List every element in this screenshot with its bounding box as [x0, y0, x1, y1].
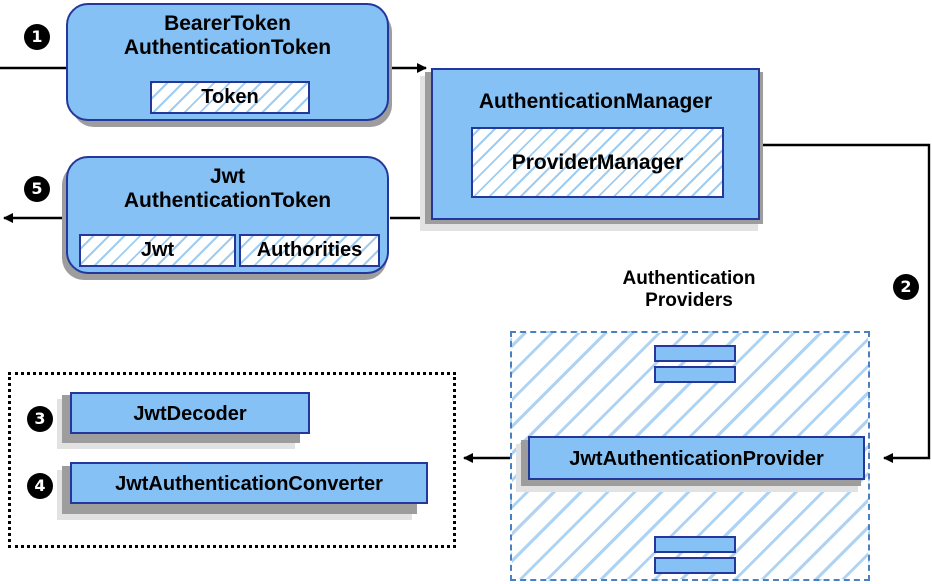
bearer-token-authentication-token[interactable]: BearerToken AuthenticationToken Token: [66, 3, 389, 121]
jwt-authentication-token-title: Jwt AuthenticationToken: [123, 165, 332, 212]
step-badge-3-label: 3: [34, 409, 46, 428]
provider-bar-top-2: [654, 366, 736, 383]
token-box: Token: [150, 81, 310, 114]
bearer-token-title: BearerToken AuthenticationToken: [123, 12, 332, 59]
jwt-authentication-converter-title: JwtAuthenticationConverter: [115, 473, 383, 495]
step-badge-5-label: 5: [31, 179, 43, 198]
jwt-label: Jwt: [140, 239, 175, 261]
provider-manager-box: ProviderManager: [471, 127, 724, 198]
step-badge-1: 1: [24, 24, 50, 50]
provider-bar-bottom-1: [654, 536, 736, 553]
step-badge-2: 2: [893, 274, 919, 300]
jwt-support-components-group: [8, 372, 456, 548]
provider-bar-bottom-2: [654, 557, 736, 574]
authentication-manager-title: AuthenticationManager: [478, 90, 713, 113]
jwt-authentication-provider[interactable]: JwtAuthenticationProvider: [528, 436, 865, 480]
step-badge-2-label: 2: [900, 277, 912, 296]
provider-manager-label: ProviderManager: [511, 150, 684, 174]
authorities-label: Authorities: [256, 239, 363, 261]
step-badge-4: 4: [27, 473, 53, 499]
token-label: Token: [201, 86, 259, 108]
step-badge-4-label: 4: [34, 476, 46, 495]
step-badge-5: 5: [24, 176, 50, 202]
step-badge-3: 3: [27, 406, 53, 432]
provider-bar-top-1: [654, 345, 736, 362]
authentication-manager[interactable]: AuthenticationManager ProviderManager: [431, 68, 760, 220]
jwt-decoder[interactable]: JwtDecoder: [70, 392, 310, 434]
authentication-providers-label: Authentication Providers: [622, 268, 756, 311]
step-badge-1-label: 1: [31, 27, 43, 46]
authorities-box: Authorities: [239, 234, 380, 267]
jwt-authentication-converter[interactable]: JwtAuthenticationConverter: [70, 462, 428, 504]
jwt-authentication-token[interactable]: Jwt AuthenticationToken Jwt Authorities: [66, 156, 389, 274]
jwt-decoder-title: JwtDecoder: [133, 403, 247, 425]
jwt-box: Jwt: [79, 234, 236, 267]
jwt-authentication-provider-title: JwtAuthenticationProvider: [569, 448, 824, 470]
